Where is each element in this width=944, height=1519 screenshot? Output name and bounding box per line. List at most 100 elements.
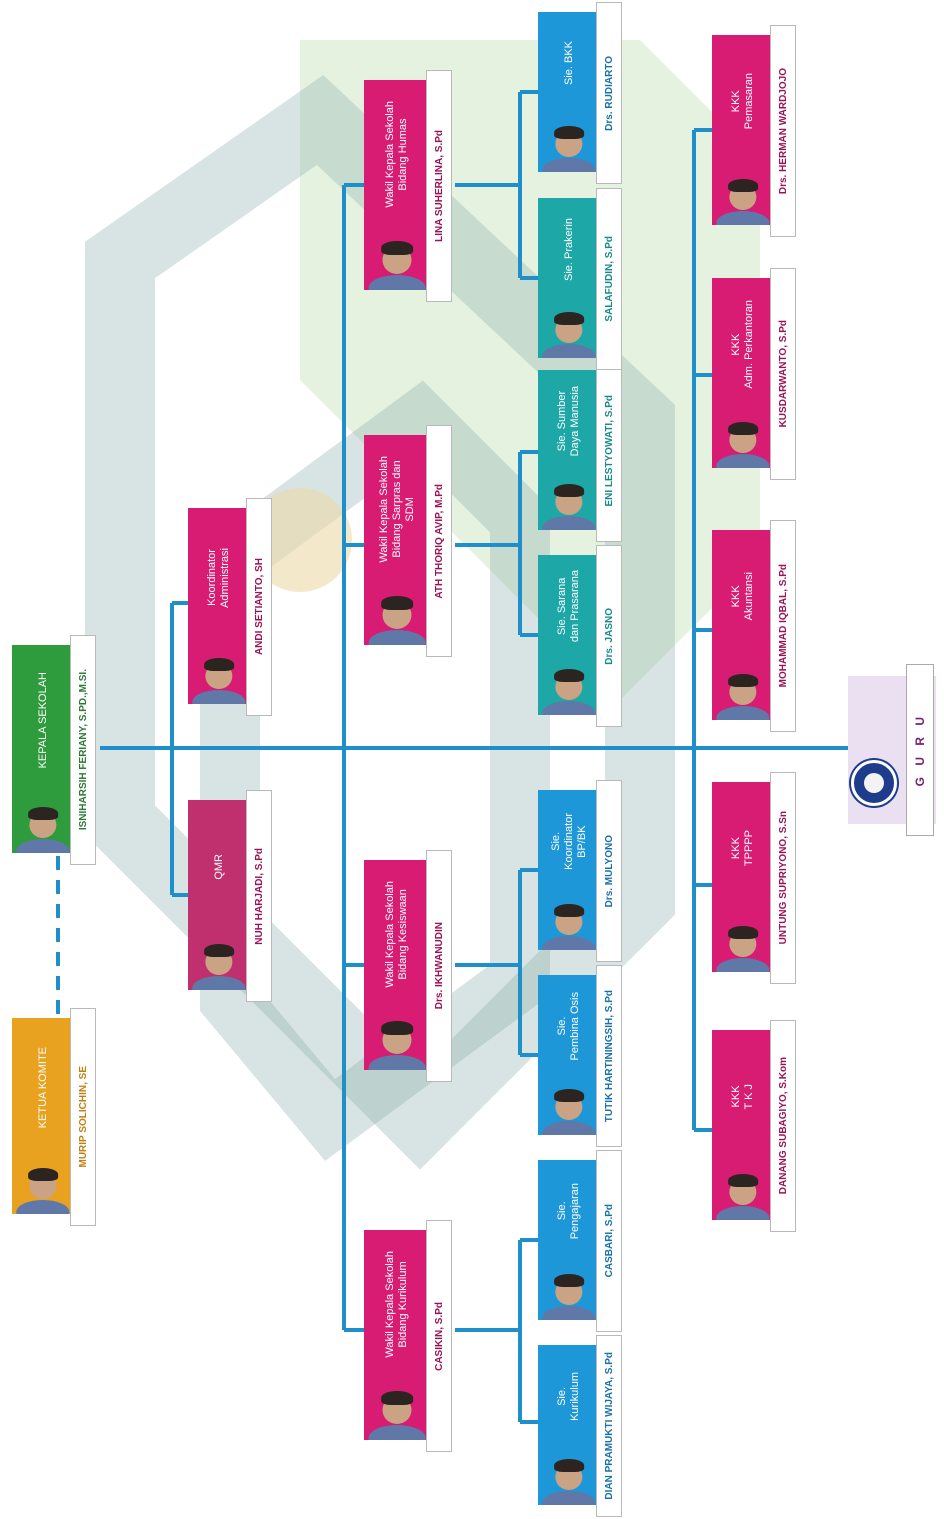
wakil-kurikulum: Wakil Kepala Sekolah Bidang Kurikulum	[364, 1230, 430, 1440]
koordinator-administrasi-name: ANDI SETIANTO, SH	[253, 558, 265, 656]
person-photo	[538, 1263, 600, 1320]
guru-label: G U R U	[913, 713, 927, 787]
person-photo	[712, 411, 774, 468]
wakil-sarpras-nameplate: ATH THORIQ AVIP, M.Pd	[426, 425, 452, 657]
qmr: QMR	[188, 800, 250, 990]
seksi-pengajaran: Sie. Pengajaran	[538, 1160, 600, 1320]
seksi-pembina-osis-title: Sie. Pembina Osis	[556, 992, 581, 1061]
seksi-kurikulum-name: DIAN PRAMUKTI WIJAYA, S.Pd	[603, 1352, 615, 1500]
kkk-akuntansi-nameplate: MOHAMMAD IQBAL, S.Pd	[770, 520, 796, 732]
ketua-komite-title: KETUA KOMITE	[36, 1046, 49, 1129]
kkk-tpppp: KKK TPPPP	[712, 782, 774, 972]
person-photo	[538, 1448, 600, 1505]
wakil-sarpras-title: Wakil Kepala Sekolah Bidang Sarpras dan …	[377, 456, 416, 563]
wakil-humas: Wakil Kepala Sekolah Bidang Humas	[364, 80, 430, 290]
seksi-sdm: Sie. Sumber Daya Manusia	[538, 370, 600, 530]
seksi-sdm-nameplate: ENI LESTYOWATI, S.Pd	[596, 360, 622, 542]
kkk-tpppp-nameplate: UNTUNG SUPRIYONO, S.Sn	[770, 772, 796, 984]
seksi-pengajaran-nameplate: CASBARI, S.Pd	[596, 1150, 622, 1332]
seksi-sarana-name: Drs. JASNO	[603, 607, 615, 665]
kkk-perkantoran-title: KKK Adm. Perkantoran	[730, 300, 755, 389]
kkk-perkantoran-name: KUSDARWANTO, S.Pd	[777, 320, 789, 428]
seksi-koordinator-bp-nameplate: Drs. MULYONO	[596, 780, 622, 962]
person-photo	[712, 1163, 774, 1220]
person-photo	[12, 1157, 74, 1214]
seksi-bkk-nameplate: Drs. RUDIARTO	[596, 2, 622, 184]
seksi-bkk-name: Drs. RUDIARTO	[603, 55, 615, 131]
kkk-akuntansi-title: KKK Akuntansi	[730, 572, 755, 621]
seksi-bkk-title: Sie. BKK	[562, 41, 575, 86]
kkk-perkantoran: KKK Adm. Perkantoran	[712, 278, 774, 468]
seksi-bkk: Sie. BKK	[538, 12, 600, 172]
ketua-komite-name: MURIP SOLICHIN, SE	[77, 1066, 89, 1168]
person-photo	[538, 658, 600, 715]
kkk-akuntansi: KKK Akuntansi	[712, 530, 774, 720]
wakil-kesiswaan-title: Wakil Kepala Sekolah Bidang Kesiswaan	[384, 881, 409, 988]
seksi-sarana-nameplate: Drs. JASNO	[596, 545, 622, 727]
seksi-kurikulum-nameplate: DIAN PRAMUKTI WIJAYA, S.Pd	[596, 1335, 622, 1517]
seksi-prakerin-name: SALAFUDIN, S.Pd	[603, 236, 615, 322]
person-photo	[538, 473, 600, 530]
person-photo	[712, 663, 774, 720]
person-photo	[538, 301, 600, 358]
guru-label-plate: G U R U	[906, 664, 934, 836]
wakil-humas-title: Wakil Kepala Sekolah Bidang Humas	[384, 101, 409, 208]
kkk-tkj: KKK T K J	[712, 1030, 774, 1220]
seksi-koordinator-bp-title: Sie. Koordinator BP/BK	[549, 813, 588, 870]
qmr-name: NUH HARJADI, S.Pd	[253, 847, 265, 945]
seksi-pengajaran-title: Sie. Pengajaran	[556, 1183, 581, 1240]
person-photo	[364, 1009, 430, 1070]
person-photo	[188, 933, 250, 990]
seksi-pembina-osis: Sie. Pembina Osis	[538, 975, 600, 1135]
seksi-pengajaran-name: CASBARI, S.Pd	[603, 1204, 615, 1278]
ketua-komite: KETUA KOMITE	[12, 1018, 74, 1214]
kkk-tpppp-title: KKK TPPPP	[730, 830, 755, 867]
person-photo	[538, 115, 600, 172]
kkk-perkantoran-nameplate: KUSDARWANTO, S.Pd	[770, 268, 796, 480]
seksi-kurikulum-title: Sie. Kurikulum	[556, 1372, 581, 1421]
wakil-kurikulum-name: CASIKIN, S.Pd	[433, 1301, 445, 1371]
kepala-sekolah-title: KEPALA SEKOLAH	[36, 672, 49, 769]
wakil-sarpras-name: ATH THORIQ AVIP, M.Pd	[433, 483, 445, 599]
kepala-sekolah: KEPALA SEKOLAH	[12, 645, 74, 853]
connector-lines	[56, 90, 848, 1424]
wakil-kesiswaan-name: Drs. IKHWANUDIN	[433, 922, 445, 1010]
ketua-komite-nameplate: MURIP SOLICHIN, SE	[70, 1008, 96, 1226]
kkk-tpppp-name: UNTUNG SUPRIYONO, S.Sn	[777, 811, 789, 945]
seksi-koordinator-bp-name: Drs. MULYONO	[603, 834, 615, 908]
kkk-pemasaran-nameplate: Drs. HERMAN WARDJOJO	[770, 25, 796, 237]
person-photo	[188, 647, 250, 704]
wakil-humas-name: LINA SUHERLINA, S.Pd	[433, 130, 445, 242]
seksi-prakerin-nameplate: SALAFUDIN, S.Pd	[596, 188, 622, 370]
seksi-sarana: Sie. Sarana dan Prasarana	[538, 555, 600, 715]
person-photo	[364, 1379, 430, 1440]
person-photo	[538, 893, 600, 950]
seksi-kurikulum: Sie. Kurikulum	[538, 1345, 600, 1505]
seksi-prakerin-title: Sie. Prakerin	[562, 218, 575, 281]
koordinator-administrasi-nameplate: ANDI SETIANTO, SH	[246, 498, 272, 716]
seksi-sarana-title: Sie. Sarana dan Prasarana	[556, 570, 581, 643]
kkk-pemasaran-title: KKK Pemasaran	[730, 73, 755, 130]
seksi-koordinator-bp: Sie. Koordinator BP/BK	[538, 790, 600, 950]
qmr-title: QMR	[212, 853, 225, 880]
wakil-kesiswaan: Wakil Kepala Sekolah Bidang Kesiswaan	[364, 860, 430, 1070]
wakil-humas-nameplate: LINA SUHERLINA, S.Pd	[426, 70, 452, 302]
seksi-pembina-osis-name: TUTIK HARTININGSIH, S.Pd	[603, 989, 615, 1123]
person-photo	[712, 915, 774, 972]
kkk-pemasaran-name: Drs. HERMAN WARDJOJO	[777, 67, 789, 195]
kkk-tkj-title: KKK T K J	[730, 1083, 755, 1110]
wakil-kesiswaan-nameplate: Drs. IKHWANUDIN	[426, 850, 452, 1082]
kkk-pemasaran: KKK Pemasaran	[712, 35, 774, 225]
seksi-sdm-title: Sie. Sumber Daya Manusia	[556, 386, 581, 457]
wakil-sarpras: Wakil Kepala Sekolah Bidang Sarpras dan …	[364, 435, 430, 645]
kkk-tkj-nameplate: DANANG SUBAGIYO, S.Kom	[770, 1020, 796, 1232]
wakil-kurikulum-title: Wakil Kepala Sekolah Bidang Kurikulum	[384, 1251, 409, 1358]
person-photo	[712, 168, 774, 225]
person-photo	[364, 229, 430, 290]
person-photo	[538, 1078, 600, 1135]
kepala-sekolah-name: ISNIHARSIH FERIANY, S.PD.,M.SI.	[77, 669, 89, 831]
person-photo	[12, 796, 74, 853]
seksi-pembina-osis-nameplate: TUTIK HARTININGSIH, S.Pd	[596, 965, 622, 1147]
seksi-sdm-name: ENI LESTYOWATI, S.Pd	[603, 395, 615, 507]
